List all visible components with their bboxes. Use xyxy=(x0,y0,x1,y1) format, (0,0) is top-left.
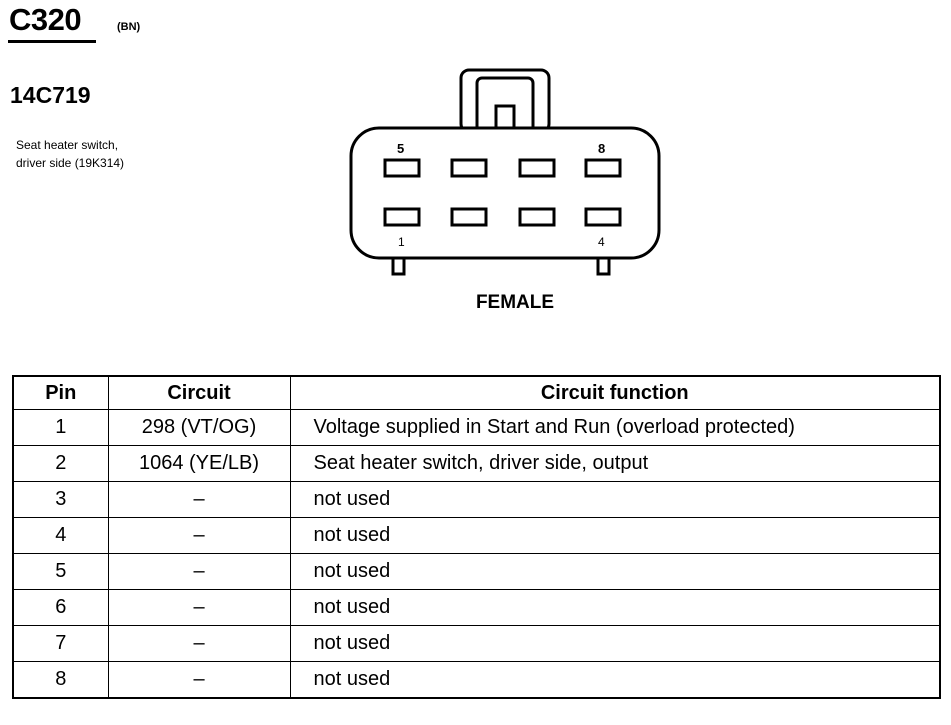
circuit-cell: – xyxy=(107,481,291,518)
circuit-cell: – xyxy=(107,517,291,554)
connector-id-underline xyxy=(8,40,96,43)
pin-cavity-7 xyxy=(518,158,556,178)
table-row: 5 – not used xyxy=(12,553,941,590)
function-cell: not used xyxy=(289,517,941,554)
connector-gender-label: FEMALE xyxy=(475,292,555,313)
pin-cavity-2 xyxy=(450,207,488,227)
table-row: 4 – not used xyxy=(12,517,941,554)
connector-id: C320 xyxy=(9,2,82,37)
header-circuit: Circuit xyxy=(107,375,291,410)
description-line: Seat heater switch, xyxy=(16,138,119,152)
pin-cell: 8 xyxy=(12,661,109,699)
pin-label-4: 4 xyxy=(598,235,605,249)
function-cell: not used xyxy=(289,625,941,662)
circuit-cell: 298 (VT/OG) xyxy=(107,409,291,446)
table-row: 1 298 (VT/OG) Voltage supplied in Start … xyxy=(12,409,941,446)
table-row: 8 – not used xyxy=(12,661,941,699)
pin-cell: 1 xyxy=(12,409,109,446)
circuit-cell: – xyxy=(107,625,291,662)
pin-cell: 7 xyxy=(12,625,109,662)
pin-cavity-6 xyxy=(450,158,488,178)
circuit-cell: – xyxy=(107,661,291,699)
part-number: 14C719 xyxy=(10,82,91,108)
pin-cavity-5 xyxy=(383,158,421,178)
header-pin: Pin xyxy=(12,375,109,410)
function-cell: not used xyxy=(289,553,941,590)
table-row: 6 – not used xyxy=(12,589,941,626)
table-row: 2 1064 (YE/LB) Seat heater switch, drive… xyxy=(12,445,941,482)
pin-label-5: 5 xyxy=(397,141,404,156)
pin-cell: 2 xyxy=(12,445,109,482)
connector-foot-right xyxy=(596,256,611,276)
circuit-cell: – xyxy=(107,589,291,626)
pin-cell: 5 xyxy=(12,553,109,590)
header-circuit-function: Circuit function xyxy=(289,375,941,410)
component-description: Seat heater switch, driver side (19K314) xyxy=(16,136,124,172)
pin-cavity-3 xyxy=(518,207,556,227)
pin-cavity-4 xyxy=(584,207,622,227)
table-header-row: Pin Circuit Circuit function xyxy=(12,375,941,410)
function-cell: Seat heater switch, driver side, output xyxy=(289,445,941,482)
pin-cavity-8 xyxy=(584,158,622,178)
pin-label-8: 8 xyxy=(598,141,605,156)
connector-color-code: (BN) xyxy=(117,21,141,33)
pin-cell: 4 xyxy=(12,517,109,554)
pin-cavity-1 xyxy=(383,207,421,227)
circuit-cell: – xyxy=(107,553,291,590)
connector-body xyxy=(349,126,661,260)
pin-cell: 3 xyxy=(12,481,109,518)
function-cell: Voltage supplied in Start and Run (overl… xyxy=(289,409,941,446)
circuit-cell: 1064 (YE/LB) xyxy=(107,445,291,482)
description-line: driver side (19K314) xyxy=(16,156,125,170)
function-cell: not used xyxy=(289,589,941,626)
connector-foot-left xyxy=(391,256,406,276)
function-cell: not used xyxy=(289,481,941,518)
pinout-table: Pin Circuit Circuit function 1 298 (VT/O… xyxy=(12,375,941,699)
connector-face-diagram: 5 8 1 4 xyxy=(349,68,661,276)
pin-cell: 6 xyxy=(12,589,109,626)
table-row: 7 – not used xyxy=(12,625,941,662)
table-row: 3 – not used xyxy=(12,481,941,518)
pin-label-1: 1 xyxy=(398,235,405,249)
function-cell: not used xyxy=(289,661,941,699)
